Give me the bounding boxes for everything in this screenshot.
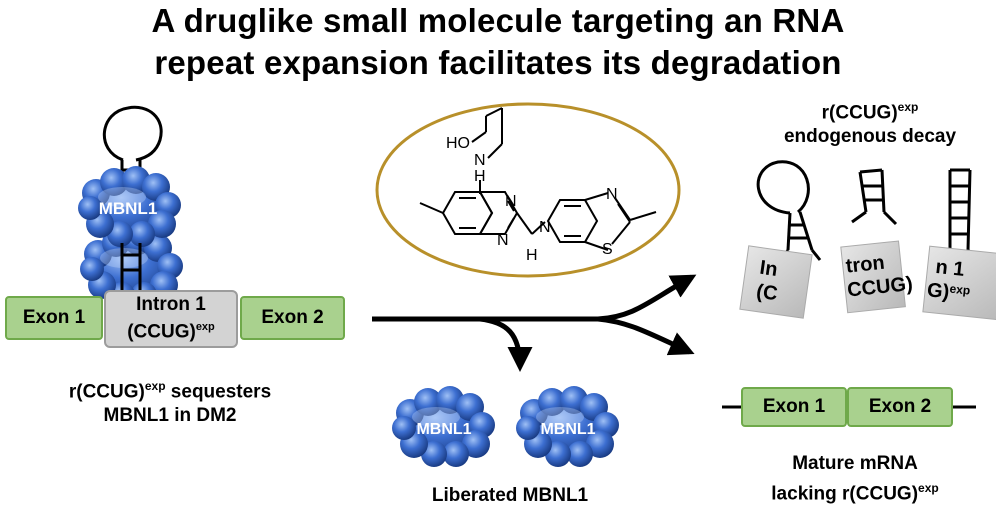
exon1-box-left: Exon 1 <box>5 296 103 340</box>
atom-h-amine2: H <box>526 247 538 264</box>
mbnl1-label-liberated-b: MBNL1 <box>540 421 595 438</box>
atom-n-ring1: N <box>505 193 517 210</box>
reaction-arrows <box>372 274 697 372</box>
arrow-to-liberated <box>479 316 533 372</box>
fragment3-text-line2: G)exp <box>926 279 971 305</box>
atom-h-amine1: H <box>474 168 486 185</box>
atom-n-amine1: N <box>474 152 486 169</box>
atom-n-ring2: N <box>497 232 509 249</box>
intron1-label: Intron 1 <box>136 294 206 316</box>
fragment1-text-line1: In <box>758 257 779 281</box>
mature-caption-line2: lacking r(CCUG)exp <box>771 481 939 505</box>
atom-s-thiazole: S <box>602 241 613 258</box>
arrow-to-decay <box>597 274 697 322</box>
molecule-structure <box>419 107 657 251</box>
liberated-caption: Liberated MBNL1 <box>431 485 589 506</box>
atom-n-thiazole: N <box>606 186 618 203</box>
decay-caption: r(CCUG)exp endogenous decay <box>760 95 980 149</box>
intron1-repeat: (CCUG)exp <box>127 321 215 343</box>
mbnl1-label-liberated-a: MBNL1 <box>416 421 471 438</box>
arrow-to-mature <box>597 316 695 356</box>
intron1-box: Intron 1 (CCUG)exp <box>104 290 238 348</box>
exon2-box-left: Exon 2 <box>240 296 345 340</box>
decay-fragment-3 <box>922 245 996 321</box>
left-caption-line2: MBNL1 in DM2 <box>103 405 237 427</box>
atom-ho: HO <box>446 135 470 152</box>
molecule-ellipse <box>375 102 681 278</box>
exon1-box-mature: Exon 1 <box>741 387 847 427</box>
decay-fragment-2 <box>840 240 906 314</box>
fragment1-text-line2: (C <box>755 280 779 305</box>
decay-fragment-1 <box>739 245 813 319</box>
title-line-2: repeat expansion facilitates its degrada… <box>154 44 842 81</box>
decay-hairpins <box>756 160 980 263</box>
mature-caption: Mature mRNA lacking r(CCUG)exp <box>740 452 970 506</box>
fragment3-text-line1: n 1 <box>934 256 965 281</box>
mbnl1-label-bound: MBNL1 <box>99 199 158 218</box>
decay-caption-line2: endogenous decay <box>783 126 957 148</box>
left-caption-line1: r(CCUG)exp sequesters <box>68 379 272 403</box>
left-caption: r(CCUG)exp sequesters MBNL1 in DM2 <box>20 374 320 428</box>
atom-n-amine2: N <box>539 219 551 236</box>
mature-caption-line1: Mature mRNA <box>792 453 918 474</box>
exon2-box-mature: Exon 2 <box>847 387 953 427</box>
decay-caption-line1: r(CCUG)exp <box>821 100 919 124</box>
fragment2-text-line1: tron <box>845 252 886 278</box>
title-line-1: A druglike small molecule targeting an R… <box>151 2 845 39</box>
